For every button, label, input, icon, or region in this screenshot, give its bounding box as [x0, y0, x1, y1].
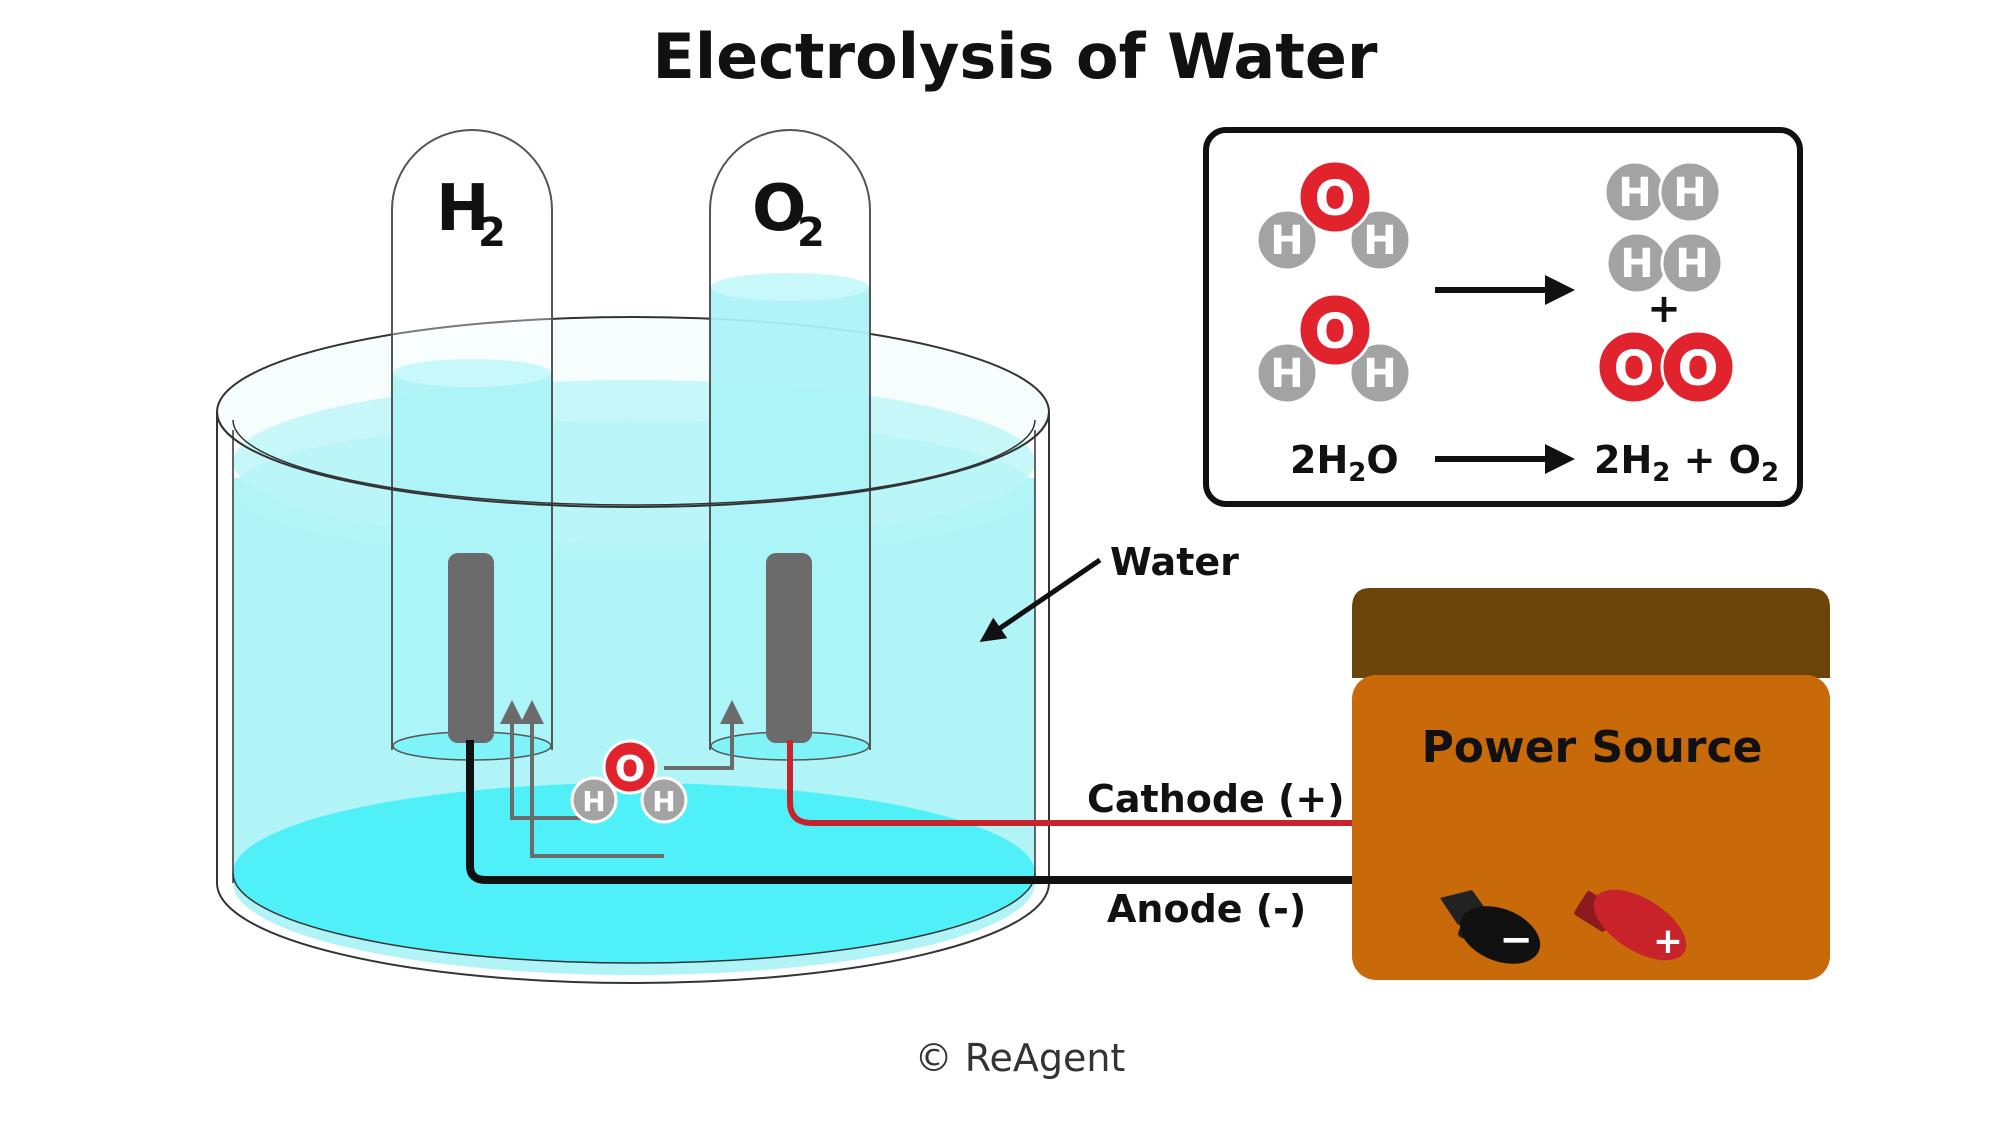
oxygen-label: O — [752, 172, 806, 246]
reactant-1-oxygen-atom: O — [1315, 171, 1356, 227]
reactant-water-1: O H H — [1255, 159, 1412, 272]
anode-label: Anode (-) — [1107, 887, 1306, 931]
equation-reactant-tail: O — [1366, 438, 1398, 482]
product-hydrogen-2: H H — [1605, 231, 1724, 295]
left-electrode — [448, 553, 494, 743]
product-oxygen-left: O — [1614, 341, 1655, 397]
cathode-clip: + — [1574, 889, 1687, 962]
tank-front-rim-inner — [232, 419, 1036, 506]
tank-front-rim — [216, 411, 1050, 508]
reactant-water-2: O H H — [1255, 292, 1412, 405]
copyright-notice: © ReAgent — [915, 1036, 1126, 1080]
hydrogen-subscript: 2 — [478, 210, 506, 256]
water-surface-band — [233, 420, 1035, 560]
reaction-box: O H H O H H H H H H + — [1203, 127, 1803, 507]
tank-bottom-front — [216, 882, 1050, 984]
product-oxygen-right: O — [1678, 341, 1719, 397]
water-molecule: O H H — [570, 739, 688, 824]
oxygen-tube: O 2 — [709, 129, 871, 761]
hydrogen-flow-arrow-1 — [500, 700, 594, 820]
molecule-hydrogen-atom-right: H — [652, 785, 675, 818]
equation-products: 2H2 + O2 — [1594, 438, 1779, 488]
oxygen-flow-arrow — [664, 700, 744, 770]
reactant-1-hydrogen-right: H — [1363, 218, 1396, 264]
molecule-hydrogen-atom-left: H — [582, 785, 605, 818]
equation-reactant-coef: 2H — [1290, 438, 1348, 482]
reactant-2-oxygen-atom: O — [1315, 304, 1356, 360]
power-source-label: Power Source — [1422, 722, 1763, 773]
anode-clip: − — [1440, 890, 1541, 964]
equation-product-coef: 2H — [1594, 438, 1652, 482]
product-oxygen: O O — [1596, 329, 1736, 405]
equation-product-mid: + O — [1670, 438, 1761, 482]
water-label: Water — [1110, 540, 1239, 584]
diagram-title: Electrolysis of Water — [653, 20, 1378, 93]
equation-product-sub2: 2 — [1761, 458, 1779, 488]
equation-product-sub1: 2 — [1652, 458, 1670, 488]
product-plus-sign: + — [1647, 286, 1681, 332]
right-electrode — [766, 553, 812, 743]
reactant-2-hydrogen-right: H — [1363, 351, 1396, 397]
equation-reactant: 2H2O — [1290, 438, 1399, 488]
hydrogen-label: H — [436, 172, 490, 246]
cathode-label: Cathode (+) — [1087, 777, 1345, 821]
product-hydrogen-1: H H — [1603, 160, 1722, 224]
anode-clip-minus: − — [1499, 917, 1533, 963]
equation-reactant-sub: 2 — [1348, 458, 1366, 488]
product-1-hydrogen-right: H — [1673, 170, 1706, 216]
reactant-2-hydrogen-left: H — [1270, 351, 1303, 397]
water-pointer-arrow — [979, 557, 1102, 643]
tank-bottom-water — [233, 783, 1035, 963]
product-2-hydrogen-left: H — [1620, 241, 1653, 287]
cathode-clip-plus: + — [1653, 921, 1683, 962]
hydrogen-flow-arrow-2 — [520, 700, 664, 858]
molecule-oxygen-atom: O — [615, 749, 646, 790]
oxygen-subscript: 2 — [797, 210, 825, 256]
product-1-hydrogen-left: H — [1618, 170, 1651, 216]
product-2-hydrogen-right: H — [1675, 241, 1708, 287]
tank-bottom-inner — [232, 872, 1036, 964]
reactant-1-hydrogen-left: H — [1270, 218, 1303, 264]
